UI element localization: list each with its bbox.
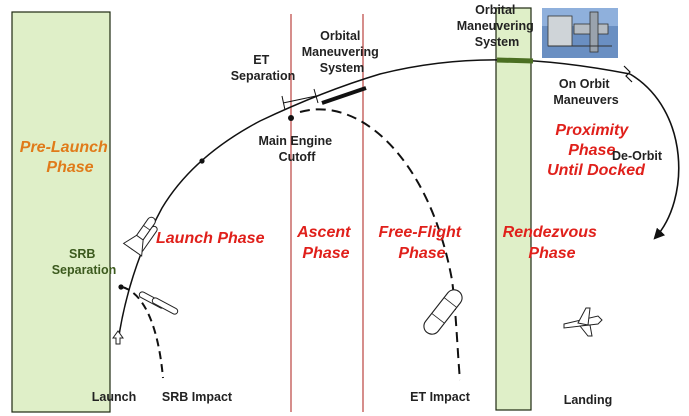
space-station-photo [542, 8, 618, 58]
et-sep-tick-a [281, 95, 286, 111]
shuttle-ascending-icon [122, 216, 158, 257]
launch-pad-arrow-icon [112, 330, 124, 345]
oms-burn-1 [321, 86, 367, 105]
srb-impact-label: SRB Impact [162, 390, 233, 404]
et-sep-tick-b [313, 88, 319, 104]
meco-dot [288, 115, 294, 121]
free-flight-phase-label: Free-Flight Phase [378, 224, 465, 262]
de-orbit-label: De-Orbit [612, 149, 663, 163]
de-orbit-arrow [629, 73, 680, 240]
et-sep-bracket [282, 95, 317, 104]
srb-boosters-icon [138, 291, 179, 315]
launch-phase-dot [199, 158, 205, 164]
srb-dashed-trajectory [121, 286, 164, 379]
ascent-phase-label: Ascent Phase [296, 224, 355, 262]
srb-separation-label: SRB Separation [52, 247, 117, 277]
main-engine-cutoff-label: Main Engine Cutoff [258, 134, 335, 164]
et-impact-label: ET Impact [410, 390, 471, 404]
launch-phase-label: Launch Phase [156, 230, 265, 247]
oms-label-1: Orbital Maneuvering System [302, 29, 383, 75]
on-orbit-maneuvers-label: On Orbit Maneuvers [553, 77, 618, 107]
external-tank-icon [423, 289, 463, 335]
launch-label: Launch [92, 390, 136, 404]
pre-launch-band [11, 11, 111, 413]
orbit-break-zigzag [623, 65, 633, 83]
et-dashed-trajectory [299, 108, 461, 381]
rendezvous-band [495, 7, 532, 411]
srb-sep-dot [118, 284, 124, 290]
pre-launch-phase-label: Pre-Launch Phase [20, 139, 112, 176]
oms-burn-2 [496, 57, 534, 64]
rendezvous-phase-label: Rendezvous Phase [503, 224, 602, 262]
oms-label-2: Orbital Maneuvering System [457, 3, 538, 49]
proximity-phase-label: Proximity Phase Until Docked [547, 122, 646, 179]
shuttle-landing-icon [563, 307, 603, 337]
et-separation-label: ET Separation [231, 53, 296, 83]
landing-label: Landing [564, 393, 613, 407]
